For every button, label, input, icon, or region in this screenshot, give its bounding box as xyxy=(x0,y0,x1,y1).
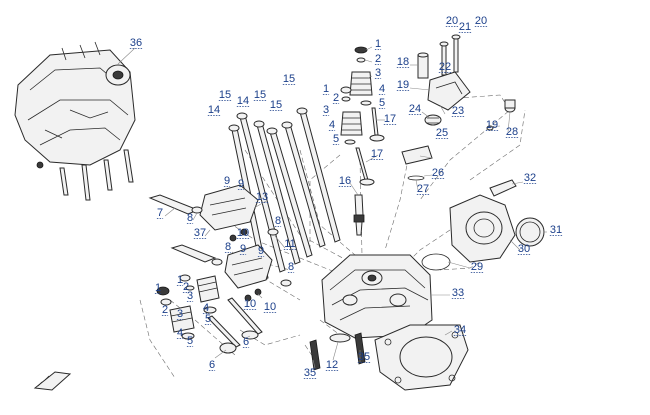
callout-c5d: 5 xyxy=(187,335,193,347)
callout-c22: 22 xyxy=(439,61,451,73)
callout-c35a: 35 xyxy=(304,367,316,379)
callout-c30: 30 xyxy=(518,243,530,255)
callout-c21: 21 xyxy=(459,21,471,33)
callout-c3b: 3 xyxy=(323,104,329,116)
front-direction-arrow-icon xyxy=(33,371,72,391)
callout-c9a: 9 xyxy=(224,175,230,187)
callout-c24: 24 xyxy=(409,103,421,115)
water-outlet-part xyxy=(421,179,545,271)
callout-c1c: 1 xyxy=(177,274,183,286)
callout-leader-lines xyxy=(117,46,547,369)
callout-c10a: 10 xyxy=(237,227,249,239)
callout-c4d: 4 xyxy=(177,327,183,339)
callout-c35b: 35 xyxy=(358,351,370,363)
lower-valve-stack-part xyxy=(156,274,263,354)
callout-c6a: 6 xyxy=(243,336,249,348)
upper-valve-stack-part xyxy=(340,46,385,186)
callout-c4c: 4 xyxy=(203,302,209,314)
callout-c6b: 6 xyxy=(209,359,215,371)
callout-c37: 37 xyxy=(194,227,206,239)
callout-c36: 36 xyxy=(130,37,142,49)
callout-c4a: 4 xyxy=(379,83,385,95)
spark-plug-part xyxy=(353,194,365,236)
callout-c27: 27 xyxy=(417,183,429,195)
callout-c2a: 2 xyxy=(375,53,381,65)
callout-c20b: 20 xyxy=(475,15,487,27)
callout-c9d: 9 xyxy=(258,245,264,257)
callout-c11: 11 xyxy=(284,238,295,250)
callout-c15c: 15 xyxy=(254,89,266,101)
head-gasket-part xyxy=(374,324,469,391)
callout-c7: 7 xyxy=(157,207,163,219)
callout-c10b: 10 xyxy=(244,298,256,310)
callout-c9b: 9 xyxy=(238,178,244,190)
callout-c13: 13 xyxy=(256,191,268,203)
callout-c8b: 8 xyxy=(275,215,281,227)
callout-c3d: 3 xyxy=(177,308,183,320)
callout-c23: 23 xyxy=(452,105,464,117)
callout-c19b: 19 xyxy=(486,119,498,131)
callout-c2d: 2 xyxy=(162,304,168,316)
callout-c2c: 2 xyxy=(183,281,189,293)
cylinder-head-part xyxy=(321,254,433,339)
callout-c31: 31 xyxy=(550,224,562,236)
callout-c5b: 5 xyxy=(333,133,339,145)
callout-c8d: 8 xyxy=(288,261,294,273)
callout-c5c: 5 xyxy=(205,313,211,325)
callout-c10c: 10 xyxy=(264,301,276,313)
callout-c16: 16 xyxy=(339,175,351,187)
callout-c15a: 15 xyxy=(283,73,295,85)
callout-c1b: 1 xyxy=(323,83,329,95)
callout-c4b: 4 xyxy=(329,119,335,131)
callout-c2b: 2 xyxy=(333,92,339,104)
callout-c29: 29 xyxy=(471,261,483,273)
callout-c8c: 8 xyxy=(225,241,231,253)
callout-c19a: 19 xyxy=(397,79,409,91)
rocker-arms-part xyxy=(148,184,292,302)
callout-c15d: 15 xyxy=(270,99,282,111)
assembled-cylinder-head-part xyxy=(14,41,136,201)
callout-c5a: 5 xyxy=(379,97,385,109)
callout-c9c: 9 xyxy=(240,243,246,255)
callout-c26: 26 xyxy=(432,167,444,179)
callout-c25: 25 xyxy=(436,127,448,139)
callout-c17b: 17 xyxy=(371,148,383,160)
callout-c15b: 15 xyxy=(219,89,231,101)
callout-c28: 28 xyxy=(506,126,518,138)
callout-c12: 12 xyxy=(326,359,338,371)
callout-c32: 32 xyxy=(524,172,536,184)
callout-c1a: 1 xyxy=(375,38,381,50)
callout-c3a: 3 xyxy=(375,67,381,79)
callout-c1d: 1 xyxy=(155,282,161,294)
callout-c3c: 3 xyxy=(187,290,193,302)
callout-c18: 18 xyxy=(397,56,409,68)
lower-small-parts xyxy=(309,332,366,371)
callout-c8a: 8 xyxy=(187,212,193,224)
callout-c14b: 14 xyxy=(208,104,220,116)
callout-c33: 33 xyxy=(452,287,464,299)
callout-c20a: 20 xyxy=(446,15,458,27)
callout-c34: 34 xyxy=(454,324,466,336)
callout-c17a: 17 xyxy=(384,113,396,125)
callout-c14a: 14 xyxy=(237,95,249,107)
